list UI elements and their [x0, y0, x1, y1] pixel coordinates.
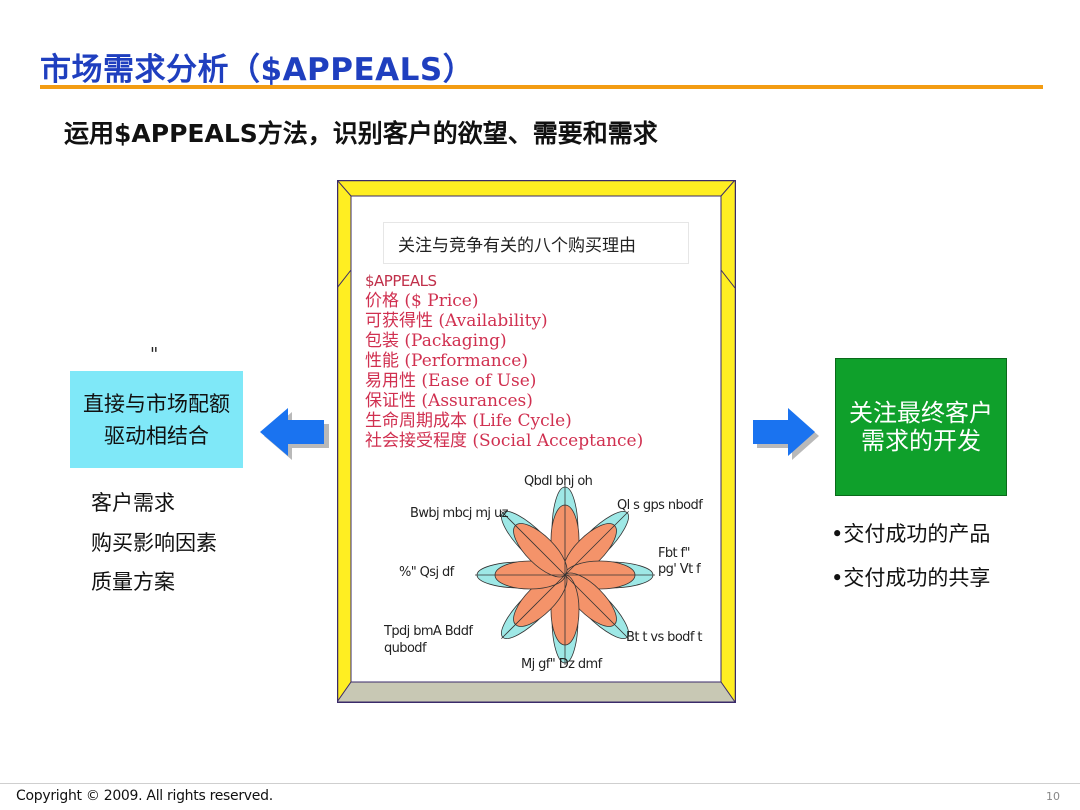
- star-axis-line: [501, 511, 566, 576]
- star-axis-line: [564, 574, 629, 639]
- subtitle: 运用$APPEALS方法，识别客户的欲望、需要和需求: [64, 119, 658, 148]
- appeal-social-acceptance: 社会接受程度 (Social Acceptance): [365, 431, 644, 451]
- star-axis-line: [564, 511, 629, 576]
- appeal-life-cycle: 生命周期成本 (Life Cycle): [365, 411, 572, 431]
- right-item-sharing: •交付成功的共享: [831, 566, 991, 590]
- appeal-availability: 可获得性 (Availability): [365, 311, 548, 331]
- appeal-ease-of-use: 易用性 (Ease of Use): [365, 371, 537, 391]
- right-item-products: •交付成功的产品: [831, 522, 991, 546]
- market-quota-text: 直接与市场配额驱动相结合: [83, 391, 230, 448]
- left-item-purchase-factors: 购买影响因素: [91, 531, 217, 555]
- left-item-quality-plan: 质量方案: [91, 570, 175, 594]
- right-item-products-text: 交付成功的产品: [843, 522, 991, 546]
- appeal-packaging: 包装 (Packaging): [365, 331, 507, 351]
- end-customer-text: 关注最终客户需求的开发: [849, 399, 993, 455]
- appeals-star-diagram: [475, 485, 655, 665]
- star-label-left: %" Qsj df: [399, 565, 454, 580]
- left-item-customer-needs: 客户需求: [91, 491, 175, 515]
- star-label-bottom: Mj gf" Dz dmf: [521, 657, 602, 672]
- star-label-top-left: Bwbj mbcj mj uz: [410, 506, 508, 521]
- market-quota-box: 直接与市场配额驱动相结合: [70, 371, 243, 468]
- appeal-assurances: 保证性 (Assurances): [365, 391, 533, 411]
- star-label-bottom-left: Tpdj bmA Bddf qubodf: [384, 624, 473, 656]
- star-axis-line: [501, 574, 566, 639]
- end-customer-box: 关注最终客户需求的开发: [835, 358, 1007, 496]
- footer-rule: [0, 783, 1080, 784]
- star-axes: [475, 485, 655, 665]
- star-label-top-right: Ql s gps nbodf: [617, 498, 703, 513]
- appeals-heading: $APPEALS: [365, 272, 437, 290]
- right-item-sharing-text: 交付成功的共享: [843, 566, 991, 590]
- page-title: 市场需求分析（$APPEALS）: [40, 52, 475, 88]
- appeals-list: 价格 ($ Price) 可获得性 (Availability) 包装 (Pac…: [365, 291, 643, 451]
- appeal-price: 价格 ($ Price): [365, 291, 479, 311]
- left-arrow-icon: [260, 408, 329, 460]
- title-underline: [40, 85, 1043, 89]
- star-label-right: Fbt f" pg' Vt f: [658, 546, 701, 577]
- appeal-performance: 性能 (Performance): [365, 351, 528, 371]
- page-number: 10: [1046, 790, 1060, 803]
- purchase-reasons-title: 关注与竞争有关的八个购买理由: [383, 222, 689, 264]
- quote-mark: ": [150, 344, 159, 365]
- copyright: Copyright © 2009. All rights reserved.: [16, 788, 273, 804]
- right-arrow-icon: [753, 408, 819, 460]
- star-label-top: Qbdl bhj oh: [524, 474, 593, 489]
- star-label-bottom-right: Bt t vs bodf t: [626, 630, 702, 645]
